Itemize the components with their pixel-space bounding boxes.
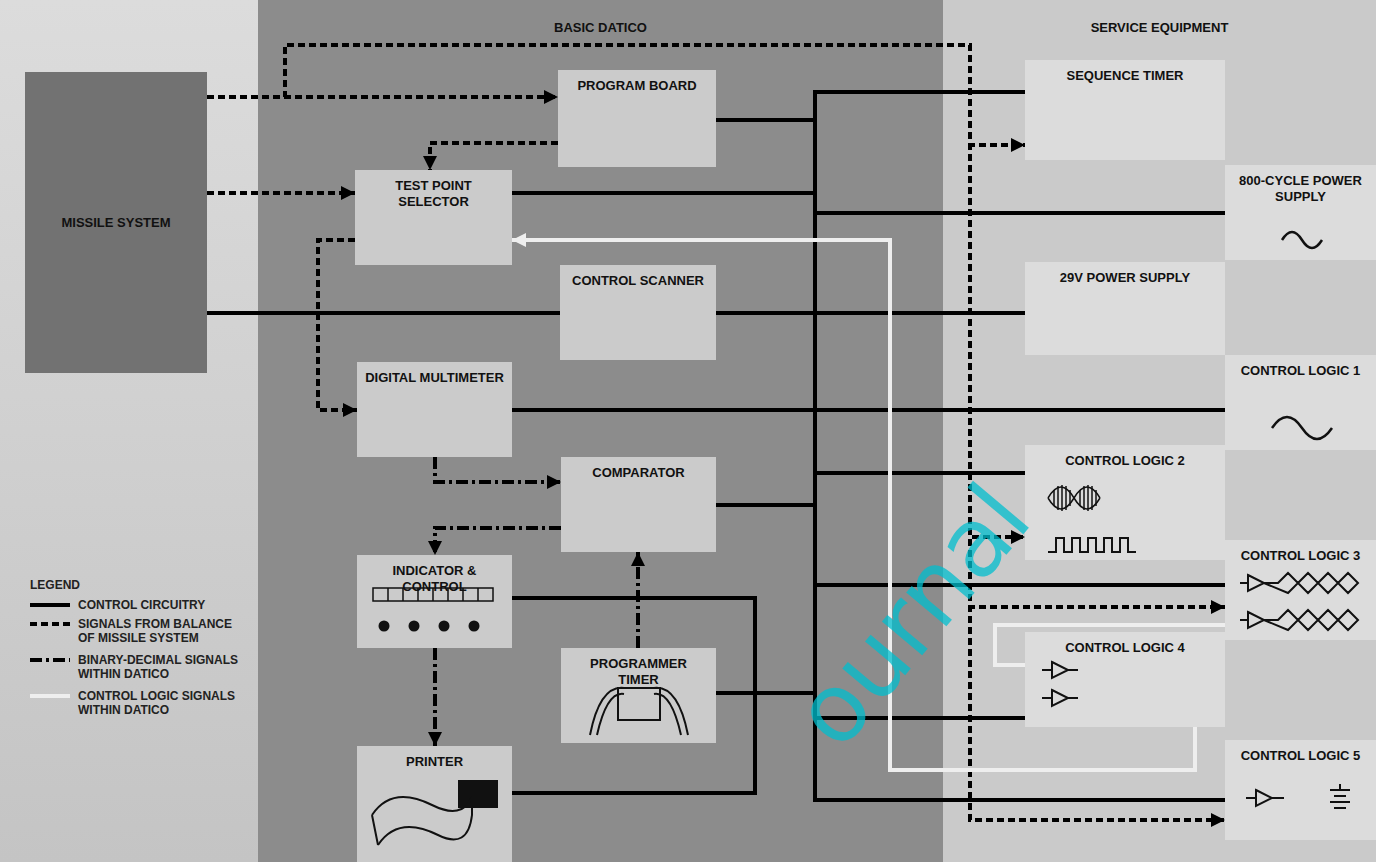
- box-label: CONTROL LOGIC 2: [1033, 453, 1217, 469]
- modulated-wave-symbol: [1048, 485, 1100, 511]
- connector: [207, 311, 560, 315]
- bus-wire: [815, 798, 1225, 802]
- connector: [433, 648, 437, 746]
- process-box: TEST POINT SELECTOR: [355, 170, 512, 265]
- box-label: CONTROL SCANNER: [568, 273, 708, 289]
- band-title: BASIC DATICO: [258, 0, 943, 35]
- box-label: DIGITAL MULTIMETER: [365, 370, 504, 386]
- service-band: SERVICE EQUIPMENT SEQUENCE TIMER 800-CYCLE…: [943, 0, 1376, 862]
- connector: [435, 457, 561, 482]
- box-label: SEQUENCE TIMER: [1033, 68, 1217, 84]
- control-bus: [512, 90, 1225, 802]
- process-box: INDICATOR & CONTROL: [357, 555, 512, 648]
- equipment-box: CONTROL LOGIC 3: [1225, 540, 1376, 640]
- equipment-box: 29V POWER SUPPLY: [1025, 262, 1225, 355]
- legend-text: BINARY-DECIMAL SIGNALS WITHIN DATICO: [78, 653, 243, 682]
- box-label: CONTROL LOGIC 1: [1233, 363, 1368, 379]
- bus-wire: [716, 503, 815, 507]
- equipment-box: CONTROL LOGIC 5: [1225, 740, 1376, 840]
- band-title: SERVICE EQUIPMENT: [943, 0, 1376, 35]
- sine-symbol: [1282, 232, 1322, 248]
- connector: [318, 240, 357, 410]
- legend-sample: [30, 694, 70, 698]
- connector: [435, 528, 561, 555]
- connector: [512, 408, 1225, 412]
- system-box: MISSILE SYSTEM: [25, 72, 207, 373]
- connector: [430, 143, 558, 170]
- process-box: COMPARATOR: [561, 457, 716, 552]
- process-box: PRINTER: [357, 746, 512, 862]
- connector: [207, 95, 558, 99]
- indicator-display: [373, 588, 493, 632]
- process-box: PROGRAMMER TIMER: [561, 648, 716, 743]
- box-label: MISSILE SYSTEM: [61, 215, 170, 231]
- box-label: CONTROL LOGIC 5: [1233, 748, 1368, 764]
- square-wave-symbol: [1048, 538, 1136, 552]
- legend-text: CONTROL LOGIC SIGNALS WITHIN DATICO: [78, 689, 243, 718]
- legend-sample: [30, 622, 70, 626]
- legend-heading: LEGEND: [30, 578, 80, 592]
- bus-wire: [716, 118, 815, 122]
- connector: [207, 45, 1225, 820]
- process-box: PROGRAM BOARD: [558, 70, 716, 167]
- equipment-box: CONTROL LOGIC 1: [1225, 355, 1376, 450]
- process-box: DIGITAL MULTIMETER: [357, 362, 512, 457]
- sine-symbol: [1272, 417, 1332, 439]
- process-box: CONTROL SCANNER: [560, 265, 716, 360]
- bus-wire: [815, 471, 1025, 475]
- service-band: [943, 0, 1376, 862]
- bus-wire: [815, 90, 1025, 94]
- legend-sample: [30, 603, 70, 607]
- equipment-box: 800-CYCLE POWER SUPPLY: [1225, 165, 1376, 260]
- box-label: 800-CYCLE POWER SUPPLY: [1233, 173, 1368, 204]
- connector: [512, 598, 755, 793]
- legend-text: SIGNALS FROM BALANCE OF MISSILE SYSTEM: [78, 617, 243, 646]
- box-label: PROGRAMMER TIMER: [569, 656, 708, 687]
- box-label: PROGRAM BOARD: [566, 78, 708, 94]
- box-label: CONTROL LOGIC 4: [1033, 640, 1217, 656]
- connector: [716, 311, 1025, 315]
- box-label: CONTROL LOGIC 3: [1233, 548, 1368, 564]
- connector: [207, 191, 355, 195]
- equipment-box: CONTROL LOGIC 2: [1025, 445, 1225, 560]
- left-ground: [0, 0, 258, 862]
- box-label: TEST POINT SELECTOR: [363, 178, 504, 209]
- connector: [207, 45, 1225, 607]
- printer-icon: [372, 780, 498, 845]
- legend-sample: [30, 658, 70, 662]
- box-label: COMPARATOR: [569, 465, 708, 481]
- legend-samples: [30, 605, 70, 696]
- equipment-box: SEQUENCE TIMER: [1025, 60, 1225, 160]
- box-label: PRINTER: [365, 754, 504, 770]
- bus-wire: [815, 211, 1225, 215]
- legend-text: CONTROL CIRCUITRY: [78, 598, 243, 612]
- tape-reel-icon: [590, 688, 688, 735]
- battery-symbol: [1330, 784, 1350, 808]
- box-label: 29V POWER SUPPLY: [1033, 270, 1217, 286]
- box-label: INDICATOR & CONTROL: [365, 563, 504, 594]
- amplifier-bridge-symbol: [1240, 573, 1358, 630]
- equipment-box: CONTROL LOGIC 4: [1025, 632, 1225, 727]
- amplifier-symbol: [1042, 662, 1284, 806]
- bus-wire: [512, 191, 815, 195]
